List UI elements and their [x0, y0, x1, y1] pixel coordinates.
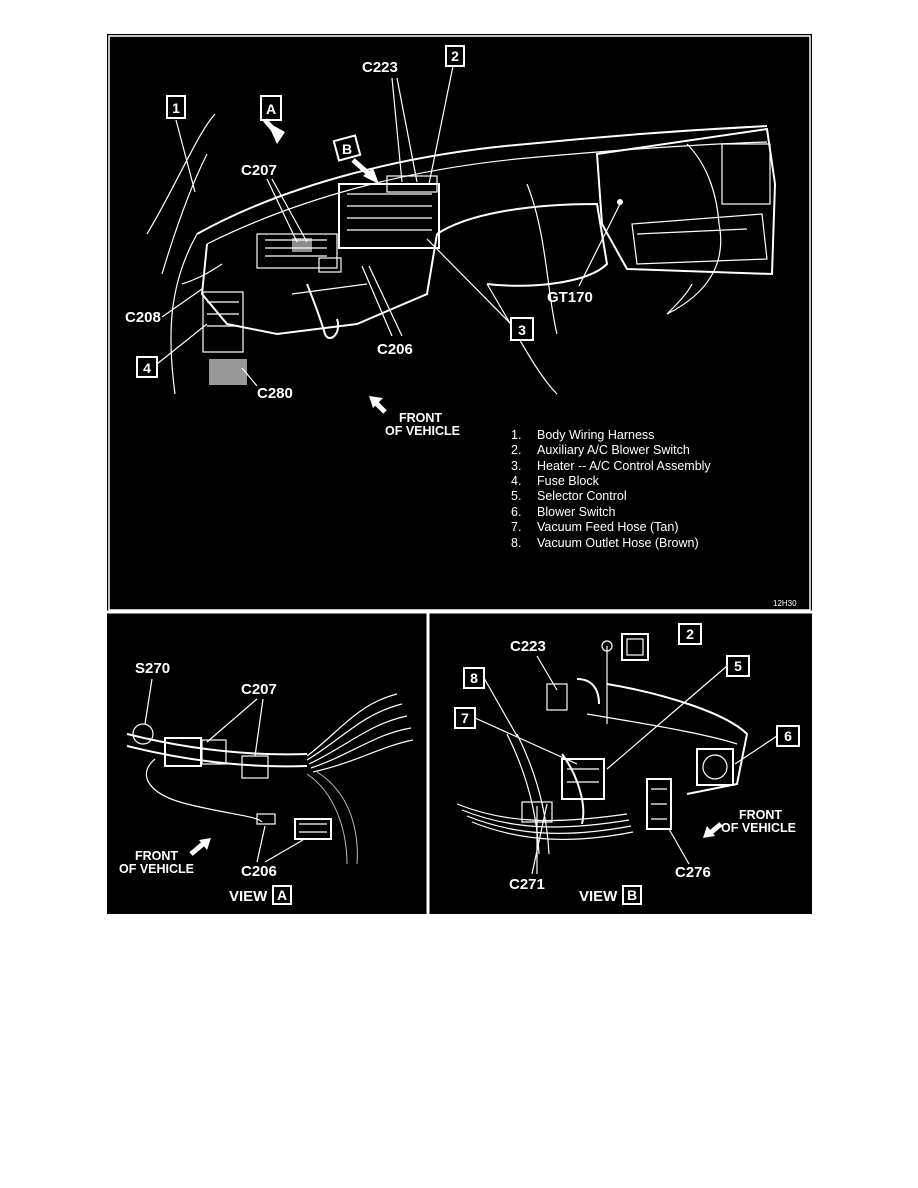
legend-num: 3.: [511, 459, 521, 473]
wiring-diagram-figure: C223 2 A B 1 C207 C208 4 C206 C280 3 GT1…: [107, 34, 812, 914]
view-a-marker-box: [260, 95, 282, 121]
view-a-marker: A: [266, 101, 276, 117]
callout-2: 2: [451, 48, 459, 64]
view-b-marker: B: [342, 141, 352, 157]
view-a-c206-label: C206: [241, 863, 277, 880]
legend-text: Body Wiring Harness: [537, 428, 654, 442]
view-b-letter-box: [622, 885, 642, 905]
callout-box-3: [510, 317, 534, 341]
view-a-drawing: [126, 693, 414, 865]
legend-num: 4.: [511, 474, 521, 488]
view-b-callout-box-2: [678, 623, 702, 645]
legend-text: Fuse Block: [537, 474, 600, 488]
legend-text: Vacuum Feed Hose (Tan): [537, 520, 679, 534]
view-a-letter: A: [277, 887, 287, 903]
view-b-callout-7: 7: [461, 710, 469, 726]
callout-box-2: [445, 45, 465, 67]
front-arrow-icon: [369, 396, 383, 408]
legend-text: Blower Switch: [537, 505, 616, 519]
view-b-c223-label: C223: [510, 638, 546, 655]
callout-4: 4: [143, 360, 151, 376]
view-a-c207-label: C207: [241, 681, 277, 698]
connector-c206-label: C206: [377, 341, 413, 358]
legend-text: Vacuum Outlet Hose (Brown): [537, 536, 699, 550]
legend-num: 6.: [511, 505, 521, 519]
view-b-callout-5: 5: [734, 658, 742, 674]
view-b-c271-label: C271: [509, 876, 545, 893]
view-a-letter-box: [272, 885, 292, 905]
legend-num: 1.: [511, 428, 521, 442]
view-a-front-arrow-icon: [199, 838, 211, 850]
main-panel-frame: [108, 35, 811, 611]
view-b-front-line1: FRONT: [739, 808, 782, 822]
legend-num: 2.: [511, 443, 521, 457]
diagram-svg: C223 2 A B 1 C207 C208 4 C206 C280 3 GT1…: [107, 35, 812, 914]
view-a-s270-label: S270: [135, 660, 170, 677]
connector-c280-label: C280: [257, 385, 293, 402]
callout-1: 1: [172, 100, 180, 116]
connector-c208-label: C208: [125, 309, 161, 326]
view-b-callout-2: 2: [686, 626, 694, 642]
legend-num: 8.: [511, 536, 521, 550]
view-b-arrow-icon: [363, 168, 379, 184]
view-b-letter: B: [627, 887, 637, 903]
ground-gt170-label: GT170: [547, 289, 593, 306]
figure-id: 12H30: [773, 599, 797, 608]
view-b-front-line2: OF VEHICLE: [721, 821, 796, 835]
legend-num: 5.: [511, 489, 521, 503]
view-b-drawing: [456, 633, 749, 855]
legend: 1. Body Wiring Harness 2. Auxiliary A/C …: [511, 428, 711, 550]
main-front-line1: FRONT: [399, 411, 442, 425]
connector-c207-label: C207: [241, 162, 277, 179]
view-a-front-line1: FRONT: [135, 849, 178, 863]
callout-box-4: [136, 356, 158, 378]
legend-text: Heater -- A/C Control Assembly: [537, 459, 711, 473]
callout-3: 3: [518, 322, 526, 338]
view-b-label: VIEW: [579, 888, 618, 905]
dashboard-drawing: [146, 113, 777, 395]
legend-text: Auxiliary A/C Blower Switch: [537, 443, 690, 457]
legend-num: 7.: [511, 520, 521, 534]
connector-c223-label: C223: [362, 59, 398, 76]
callout-box-1: [166, 95, 186, 119]
view-b-c276-label: C276: [675, 864, 711, 881]
view-a-label: VIEW: [229, 888, 268, 905]
main-front-line2: OF VEHICLE: [385, 424, 460, 438]
view-a-front-line2: OF VEHICLE: [119, 862, 194, 876]
view-b-callout-8: 8: [470, 670, 478, 686]
view-b-callout-6: 6: [784, 728, 792, 744]
view-b-marker-box: [332, 134, 362, 162]
view-b-front-arrow-icon: [703, 826, 715, 838]
legend-text: Selector Control: [537, 489, 627, 503]
